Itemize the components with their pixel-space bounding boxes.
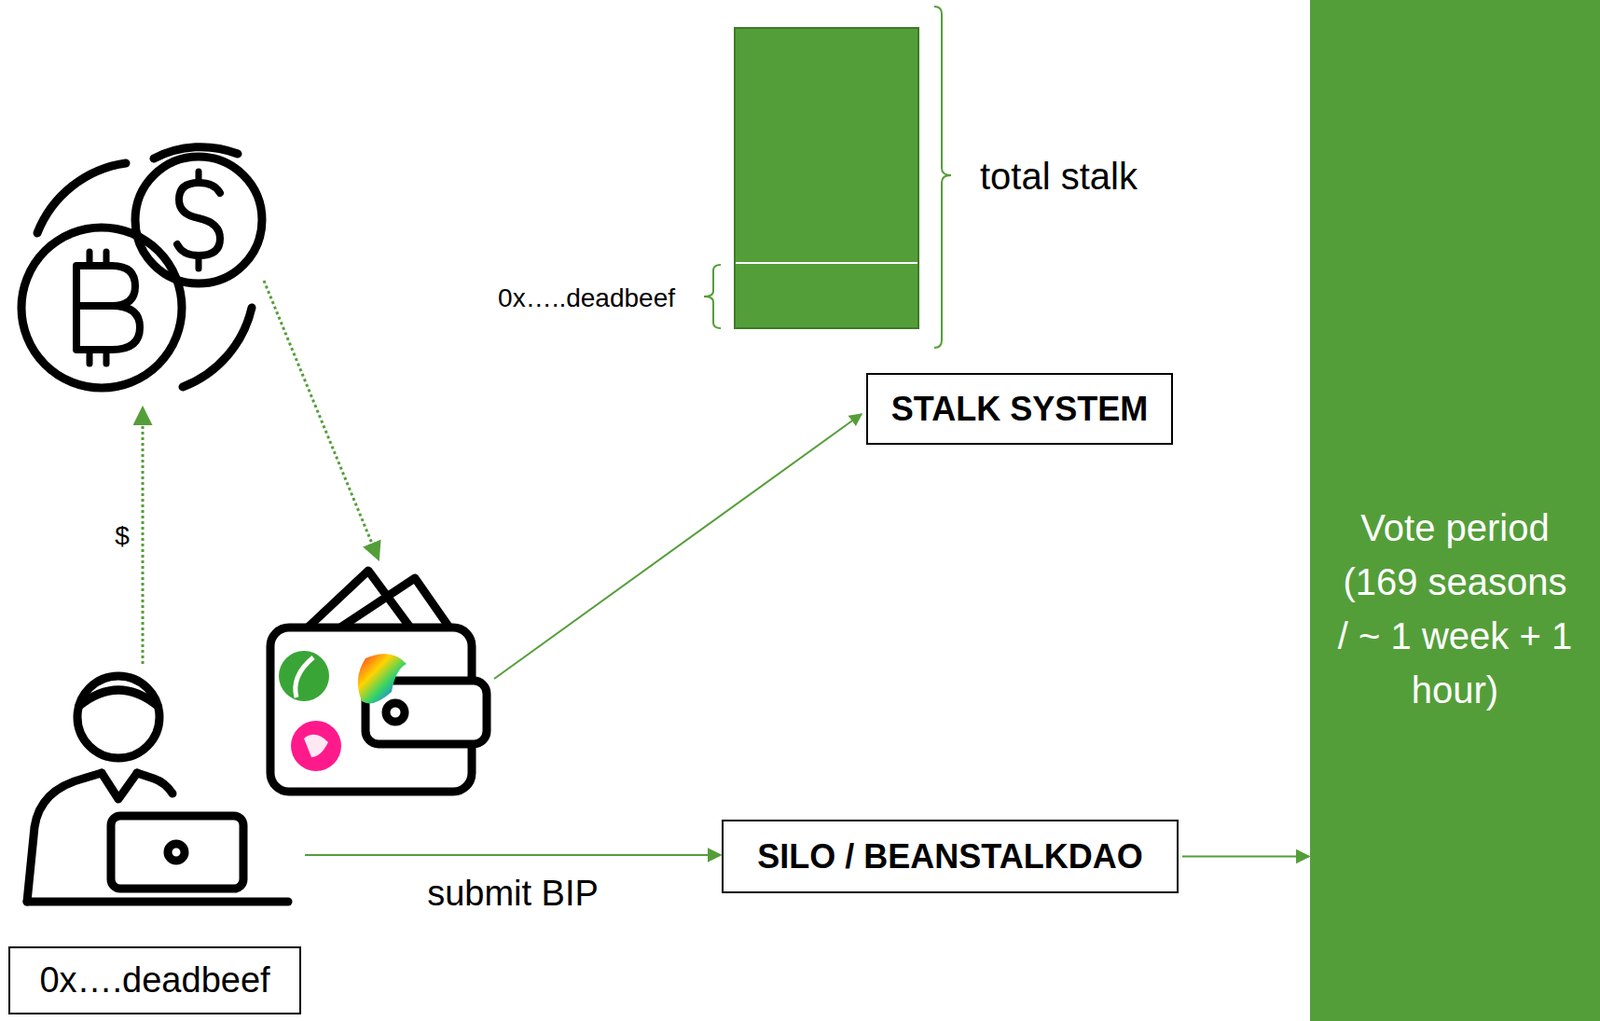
dotted-arrow <box>141 407 145 664</box>
process-box: STALK SYSTEM <box>866 372 1173 445</box>
bracket <box>934 6 952 348</box>
connector-arrow <box>1182 855 1310 858</box>
box-label: SILO / BEANSTALKDAO <box>757 837 1143 877</box>
stalk-bar <box>734 27 919 329</box>
coins-icon <box>21 147 263 388</box>
bracket-label: 0x…..deadbeef <box>497 283 676 314</box>
person-icon <box>8 668 302 911</box>
edge-label: submit BIP <box>423 873 603 914</box>
connector-arrow <box>304 854 721 856</box>
bracket <box>703 264 721 329</box>
user-node: 0x….deadbeef <box>8 668 302 1015</box>
process-box: SILO / BEANSTALKDAO <box>721 819 1179 894</box>
stalk-share-line <box>735 262 918 264</box>
address-label: 0x….deadbeef <box>8 946 302 1015</box>
wallet-icon <box>267 570 487 792</box>
box-label: STALK SYSTEM <box>891 389 1148 429</box>
currency-label: $ <box>114 521 130 552</box>
token-logos <box>278 650 407 772</box>
bracket-label: total stalk <box>979 155 1138 198</box>
vote-period-band: Vote period (169 seasons / ~ 1 week + 1 … <box>1310 0 1600 1021</box>
arrow <box>494 413 862 679</box>
band-label: Vote period (169 seasons / ~ 1 week + 1 … <box>1334 500 1577 718</box>
person-icon <box>27 675 289 902</box>
dotted-arrow <box>263 280 379 560</box>
